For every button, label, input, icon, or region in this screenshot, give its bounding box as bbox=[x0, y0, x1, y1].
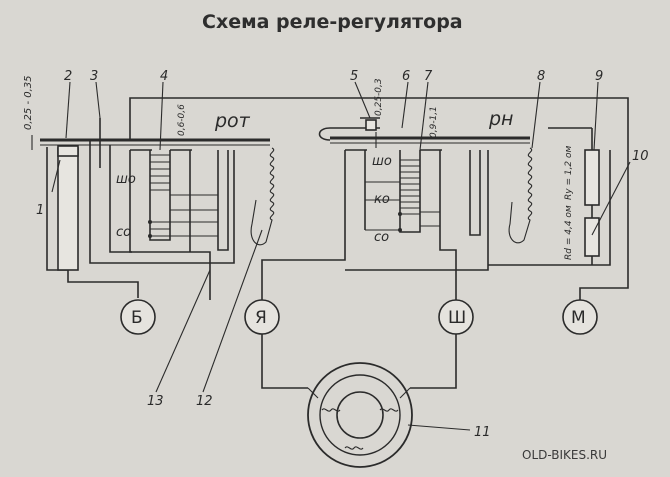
frame-wires bbox=[46, 97, 629, 300]
callout-7: 7 bbox=[424, 69, 433, 84]
right-spring bbox=[508, 147, 533, 244]
terminal-ya: Я bbox=[244, 299, 280, 335]
terminal-b: Б bbox=[120, 299, 156, 335]
svg-text:Ш: Ш bbox=[448, 308, 466, 328]
coil-so-right: со bbox=[374, 230, 389, 245]
callout-11: 11 bbox=[474, 425, 491, 440]
terminal-sh: Ш bbox=[438, 299, 474, 335]
callout-6: 6 bbox=[402, 69, 410, 84]
ry-label: Ry = 1,2 ом bbox=[564, 145, 574, 200]
relay-right-label: рн bbox=[488, 108, 513, 130]
callout-5: 5 bbox=[350, 69, 358, 84]
svg-text:М: М bbox=[571, 308, 586, 328]
generator bbox=[307, 362, 413, 468]
coil-so-left: со bbox=[116, 225, 131, 240]
diagram-title: Схема реле-регулятора bbox=[202, 11, 463, 33]
right-armature bbox=[318, 117, 530, 144]
resistor-ry bbox=[584, 149, 600, 206]
right-relay-core bbox=[344, 149, 481, 275]
watermark: OLD-BIKES.RU bbox=[522, 448, 607, 462]
wire-sh-generator bbox=[410, 334, 457, 389]
left-armature bbox=[40, 118, 270, 168]
gap-coil-right-label: 0,9-1,1 bbox=[429, 106, 439, 138]
callout-9: 9 bbox=[595, 69, 603, 84]
left-spring bbox=[250, 147, 275, 246]
gap-left-label: 0,25 - 0,35 bbox=[23, 76, 34, 131]
relay-left-label: рот bbox=[214, 110, 251, 132]
coil-ko-right: ко bbox=[374, 192, 390, 207]
svg-text:Б: Б bbox=[131, 308, 143, 328]
resistor-rd bbox=[584, 217, 600, 257]
coil-sho-left: шо bbox=[116, 172, 136, 187]
callout-3: 3 bbox=[90, 69, 98, 84]
svg-text:Я: Я bbox=[255, 308, 267, 328]
callout-13: 13 bbox=[147, 394, 164, 409]
callout-4: 4 bbox=[160, 69, 168, 84]
contact-cap bbox=[57, 145, 79, 157]
left-coil-winding bbox=[148, 154, 218, 238]
callout-2: 2 bbox=[64, 69, 72, 84]
callout-12: 12 bbox=[196, 394, 213, 409]
wire-ya-generator bbox=[261, 334, 308, 389]
left-relay-core bbox=[129, 149, 229, 253]
terminal-m: М bbox=[562, 299, 598, 335]
gap-right-label: 0,25-0,3 bbox=[374, 78, 384, 116]
coil-sho-right: шо bbox=[372, 154, 392, 169]
rd-label: Rd = 4,4 ом bbox=[564, 205, 574, 260]
leader-lines bbox=[51, 81, 631, 431]
callout-8: 8 bbox=[537, 69, 545, 84]
callout-1: 1 bbox=[36, 203, 44, 218]
gap-coil-left-label: 0,6-0,6 bbox=[177, 104, 187, 136]
callout-10: 10 bbox=[632, 149, 649, 164]
contact-post-1 bbox=[57, 147, 79, 271]
